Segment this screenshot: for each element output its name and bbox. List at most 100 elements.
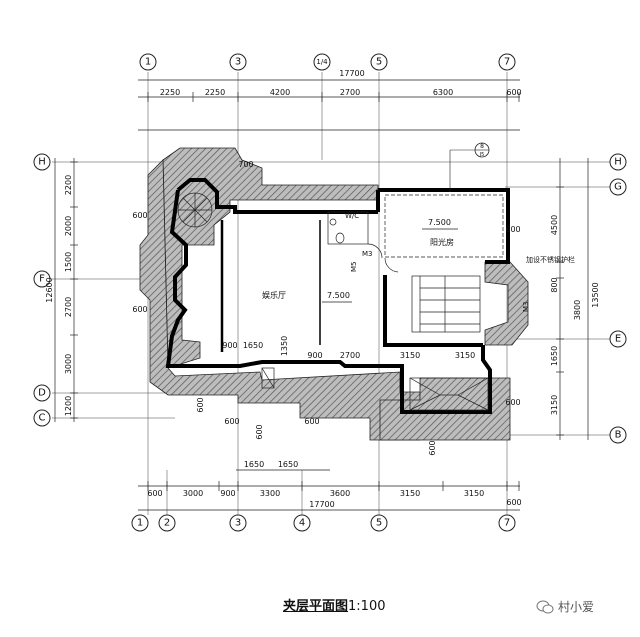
bottom-dim-6: 3150 [400,489,420,498]
railing-note: 加设不锈钢护栏 [526,255,575,264]
room-entertainment-level: 7.500 [327,291,350,300]
callout-sheet: J5 [479,152,485,158]
small-dim-600h: 600 [255,424,264,439]
bottom-inner-dim-2: 1650 [278,460,298,469]
left-dimensions: 2200 2000 1500 2700 3000 1200 12600 [45,158,78,422]
room-entertainment-label: 娱乐厅 [262,290,286,300]
room-labels: 娱乐厅 7.500 阳光房 7.500 W/C M3 M5 M3 加设不锈钢护栏 [262,212,575,312]
small-dim-600i: 600 [304,417,319,426]
svg-text:D: D [38,388,46,399]
grid-bubble-right-G: G [609,178,627,196]
top-dim-6: 600 [506,88,521,97]
grid-bubble-bottom-5: 5 [370,514,388,532]
grid-bubble-top-3: 3 [229,53,247,71]
right-overall-dim: 13500 [591,282,600,307]
bottom-dim-4: 3300 [260,489,280,498]
grid-bubble-left-C: C [33,409,51,427]
left-dim-6: 1200 [64,396,73,416]
grid-bubbles-right: H G E B [609,153,627,444]
walls [165,178,510,414]
interior-dim-1350: 1350 [280,336,289,356]
grid-bubble-bottom-7: 7 [498,514,516,532]
top-dim-5: 6300 [433,88,453,97]
grid-bubble-top-1-4: 1/4 [313,53,331,71]
left-dim-2: 2000 [64,216,73,236]
svg-text:E: E [615,334,621,345]
svg-text:F: F [39,274,45,285]
grid-bubble-left-D: D [33,384,51,402]
small-dim-600f: 600 [196,397,205,412]
svg-text:5: 5 [376,57,382,68]
room-sunroom-level: 7.500 [428,218,451,227]
top-overall-dim: 17700 [339,69,364,78]
room-sunroom-label: 阳光房 [430,237,454,247]
wc-fixtures [327,211,399,273]
bottom-dimensions: 1650 1650 600 3000 900 3300 3600 3150 31… [138,460,522,511]
bottom-dim-3: 900 [220,489,235,498]
svg-text:1: 1 [137,518,143,529]
door-m3b-label: M3 [522,302,530,313]
svg-text:4: 4 [299,518,305,529]
interior-dim-1650: 1650 [243,341,263,350]
svg-text:2: 2 [164,518,170,529]
watermark: 村小爱 [536,598,594,615]
floor-plan-drawing: 17700 2250 2250 4200 2700 6300 600 1 3 1… [33,53,627,532]
left-overall-dim: 12600 [45,277,54,302]
caption-scale: 1:100 [348,599,386,614]
door-m3-label: M3 [362,250,373,258]
bottom-dim-5: 3600 [330,489,350,498]
chimney [261,367,275,389]
grid-bubble-top-1: 1 [139,53,157,71]
grid-bubble-right-E: E [609,330,627,348]
grid-bubble-top-5: 5 [370,53,388,71]
door-m5-label: M5 [350,262,358,273]
small-dim-600a: 600 [132,211,147,220]
grid-bubble-bottom-1: 1 [131,514,149,532]
grid-bubble-bottom-4: 4 [293,514,311,532]
top-dim-2: 2250 [205,88,225,97]
interior-dim-3150b: 3150 [455,351,475,360]
small-dim-600b: 600 [132,305,147,314]
right-dim-2: 3800 [573,300,582,320]
interior-dim-2700: 2700 [340,351,360,360]
drawing-caption: 夹层平面图1:100 [283,595,385,614]
top-dim-4: 2700 [340,88,360,97]
left-dim-4: 2700 [64,297,73,317]
svg-text:1: 1 [145,57,151,68]
svg-text:1/4: 1/4 [316,58,328,66]
grid-bubble-bottom-2: 2 [158,514,176,532]
left-dim-3: 1500 [64,252,73,272]
bottom-dim-2: 3000 [183,489,203,498]
grid-bubble-top-7: 7 [498,53,516,71]
top-dimensions: 17700 2250 2250 4200 2700 6300 600 [138,69,522,131]
bottom-dim-7: 3150 [464,489,484,498]
grid-bubble-bottom-3: 3 [229,514,247,532]
small-dim-600d: 600 [505,398,520,407]
grid-bubble-left-H: H [33,153,51,171]
svg-text:B: B [615,430,622,441]
small-dim-700: 700 [238,160,253,169]
interior-dim-900b: 900 [307,351,322,360]
grid-bubble-right-B: B [609,426,627,444]
svg-text:5: 5 [376,518,382,529]
watermark-text: 村小爱 [558,600,595,614]
small-dim-600c: 600 [505,225,520,234]
stair [411,275,481,333]
spiral-tower [177,192,213,228]
small-dim-600g: 600 [428,440,437,455]
svg-text:7: 7 [504,57,510,68]
interior-dim-3150a: 3150 [400,351,420,360]
top-dim-3: 4200 [270,88,290,97]
bottom-overall-dim: 17700 [309,500,334,509]
grid-bubble-right-H: H [609,153,627,171]
right-dim-4: 3150 [550,395,559,415]
callout-number: 8 [480,143,484,150]
bottom-dim-1: 600 [147,489,162,498]
right-dim-3: 1650 [550,346,559,366]
right-dim-small: 800 [550,277,559,292]
detail-callout: 8 J5 [449,142,490,192]
right-dimensions: 4500 800 3800 1650 3150 13500 [550,158,600,440]
grid-bubbles-bottom: 1 2 3 4 5 7 [131,514,516,532]
svg-text:G: G [614,182,622,193]
grid-bubble-left-F: F [33,270,51,288]
